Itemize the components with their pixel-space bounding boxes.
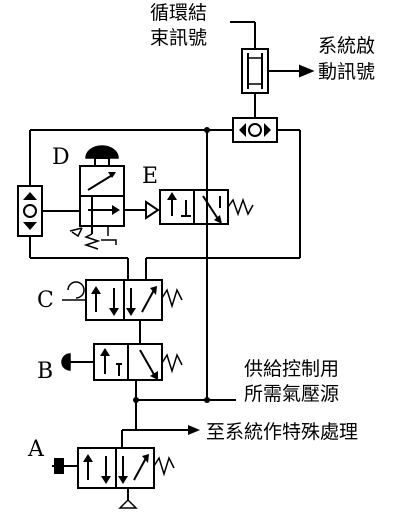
valve-e-label: E [142,164,158,189]
start-signal-label-line1: 系統啟 [318,35,375,57]
top-shuttle-valve [232,117,278,143]
valve-a-label: A [27,437,45,462]
valve-e [159,189,254,232]
valve-c-label: C [37,288,54,313]
left-shuttle-valve [17,185,80,237]
signal-loop-lines [29,129,301,400]
valve-b-label: B [37,359,53,384]
end-signal-shuttle-valve [230,21,269,118]
valve-d [69,145,146,250]
start-signal-arrow [268,64,315,78]
supply-label-line1: 供給控制用 [244,358,339,380]
valve-c [62,258,183,344]
end-signal-label-line1: 循環結 [150,2,207,24]
valve-d-label: D [52,145,70,170]
special-process-label: 至系統作特殊處理 [206,421,358,443]
end-signal-label-line2: 束訊號 [150,27,207,49]
supply-label-line2: 所需氣壓源 [244,383,339,405]
start-signal-label-line2: 動訊號 [318,61,375,83]
valve-a [52,425,200,509]
valve-b [61,343,183,430]
